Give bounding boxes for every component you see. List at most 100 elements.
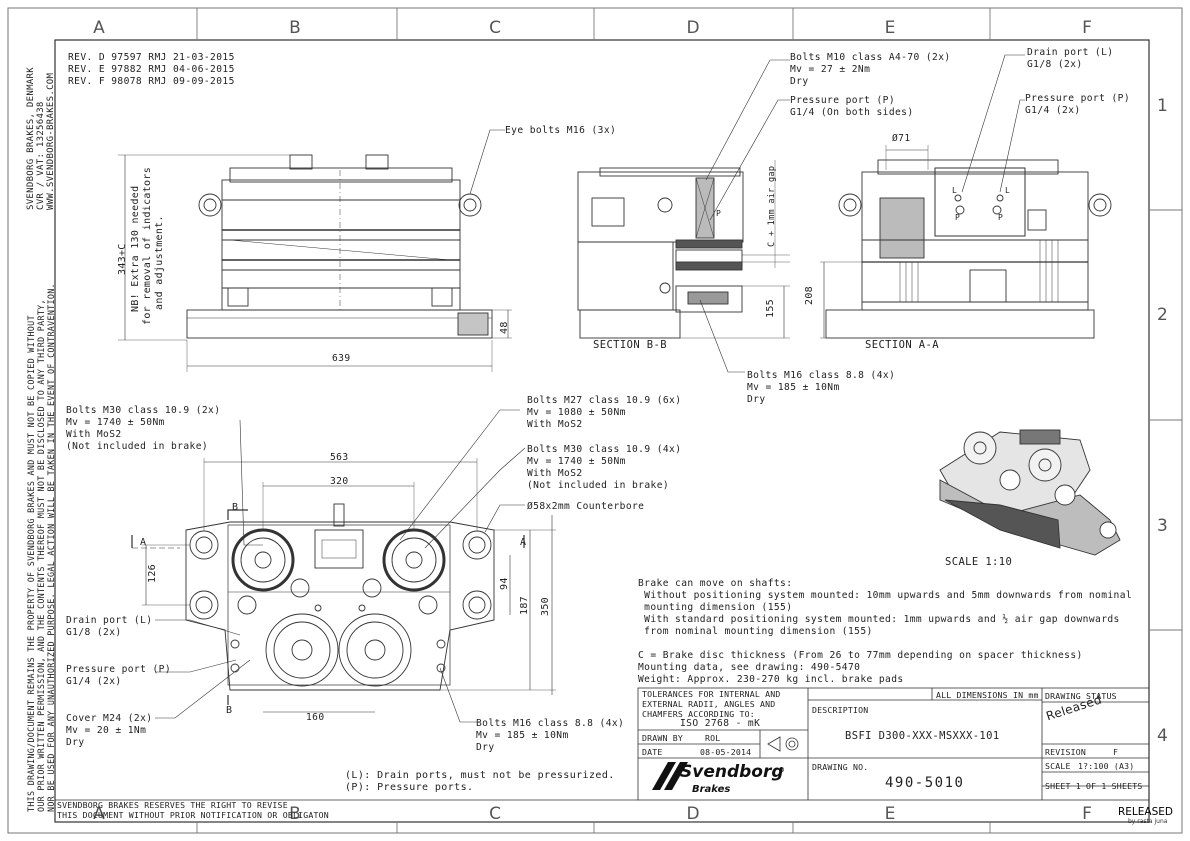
callout-m16-bottom-2: Mv = 185 ± 10Nm <box>476 730 569 741</box>
callout-m30-right-4: (Not included in brake) <box>527 480 670 491</box>
grid-col-a-bottom: A <box>93 804 105 824</box>
drawn-by-label: DRAWN BY <box>642 733 684 743</box>
dim-343-c: 343+C <box>117 243 128 275</box>
nb-note-1: NB! Extra 130 needed <box>130 185 141 312</box>
revision-f: REV. F 98078 RMJ 09-09-2015 <box>68 76 235 87</box>
svendborg-logo-icon <box>652 762 688 790</box>
tolerances-1: TOLERANCES FOR INTERNAL AND <box>642 689 781 699</box>
bottom-notice-2: THIS DOCUMENT WITHOUT PRIOR NOTIFICATION… <box>57 810 329 820</box>
dim-208: 208 <box>804 286 815 305</box>
callout-cover-2: Mv = 20 ± 1Nm <box>66 725 147 736</box>
revision-label: REVISION <box>1045 747 1087 757</box>
drawn-by-value: ROL <box>705 733 721 743</box>
callout-drain-right-1: Drain port (L) <box>1027 47 1114 58</box>
callout-bolts-m10-1: Bolts M10 class A4-70 (2x) <box>790 52 951 63</box>
dim-350: 350 <box>540 597 551 616</box>
callout-m30-right-3: With MoS2 <box>527 468 583 479</box>
grid-col-c-bottom: C <box>489 804 501 824</box>
dim-160: 160 <box>306 712 325 723</box>
callout-bolts-m16-top-1: Bolts M16 class 8.8 (4x) <box>747 370 896 381</box>
dim-563: 563 <box>330 452 349 463</box>
company-vat: CVR / VAT: 13256438 <box>36 101 46 210</box>
ports-note-2: (P): Pressure ports. <box>345 782 474 793</box>
callout-m30-left-3: With MoS2 <box>66 429 122 440</box>
dim-48: 48 <box>499 321 510 334</box>
grid-col-b-bottom: B <box>289 804 301 824</box>
callout-bolts-m10-2: Mv = 27 ± 2Nm <box>790 64 871 75</box>
scale-value: 1?:100 (A3) <box>1078 761 1135 771</box>
callout-m27-2: Mv = 1080 ± 50Nm <box>527 407 626 418</box>
dim-126: 126 <box>147 564 158 583</box>
callout-pressure-top-2: G1/4 (On both sides) <box>790 107 914 118</box>
port-marker-p1: P <box>955 213 961 222</box>
section-marker-a-left: A <box>140 537 147 548</box>
grid-col-b: B <box>289 18 301 38</box>
released-stamp-sub: by rasta juna <box>1128 818 1168 825</box>
note-line-5: from nominal mounting dimension (155) <box>638 626 873 637</box>
grid-col-c: C <box>489 18 501 38</box>
callout-m30-left-2: Mv = 1740 ± 50Nm <box>66 417 165 428</box>
note-line-7: C = Brake disc thickness (From 26 to 77m… <box>638 650 1083 661</box>
section-bb-view <box>577 59 790 373</box>
section-aa-label: SECTION A-A <box>865 339 939 351</box>
dim-187: 187 <box>519 596 530 615</box>
section-aa-view <box>820 54 1112 339</box>
company-web: WWW.SVENDBORG-BRAKES.COM <box>46 72 56 210</box>
grid-row-3: 3 <box>1157 516 1168 536</box>
note-line-2: Without positioning system mounted: 10mm… <box>638 590 1133 601</box>
note-line-9: Weight: Approx. 230-270 kg incl. brake p… <box>638 674 904 685</box>
grid-col-f-bottom: F <box>1082 804 1092 824</box>
note-line-8: Mounting data, see drawing: 490-5470 <box>638 662 861 673</box>
port-marker-p2: P <box>998 213 1004 222</box>
property-notice-3: NOR BE USED FOR ANY UNAUTHORIZED PURPOSE… <box>46 283 56 812</box>
ports-note-1: (L): Drain ports, must not be pressurize… <box>345 770 615 781</box>
callout-m30-left-4: (Not included in brake) <box>66 441 209 452</box>
section-marker-a-right: A <box>520 537 527 548</box>
grid-row-2: 2 <box>1157 305 1168 325</box>
dim-71: Ø71 <box>892 133 911 144</box>
callout-cover-3: Dry <box>66 737 85 748</box>
revision-e: REV. E 97882 RMJ 04-06-2015 <box>68 64 235 75</box>
all-dimensions-label: ALL DIMENSIONS IN mm <box>936 690 1039 700</box>
grid-col-f: F <box>1082 18 1092 38</box>
callout-counterbore: Ø58x2mm Counterbore <box>527 501 645 512</box>
isometric-view <box>939 429 1121 556</box>
sheet-count: SHEET 1 OF 1 SHEETS <box>1045 781 1143 791</box>
callout-pressure-right-2: G1/4 (2x) <box>1025 105 1081 116</box>
grid-col-a: A <box>93 18 105 38</box>
callout-pressure-right-1: Pressure port (P) <box>1025 93 1130 104</box>
title-block-lines <box>637 687 1150 801</box>
callout-m30-right-1: Bolts M30 class 10.9 (4x) <box>527 444 682 455</box>
logo-subtitle: Brakes <box>692 784 731 795</box>
revision-value: F <box>1113 747 1119 757</box>
callout-m27-1: Bolts M27 class 10.9 (6x) <box>527 395 682 406</box>
dim-155: 155 <box>765 299 776 318</box>
grid-col-d: D <box>686 18 700 38</box>
note-line-4: With standard positioning system mounted… <box>638 614 1120 625</box>
nb-note-3: and adjustment. <box>154 215 165 310</box>
dim-639: 639 <box>332 353 351 364</box>
grid-col-e: E <box>884 18 896 38</box>
description-label: DESCRIPTION <box>812 705 869 715</box>
date-label: DATE <box>642 747 663 757</box>
grid-row-4: 4 <box>1157 726 1168 746</box>
scale-label: SCALE <box>1045 761 1071 771</box>
callout-cover-1: Cover M24 (2x) <box>66 713 153 724</box>
callout-m27-3: With MoS2 <box>527 419 583 430</box>
callout-drain-right-2: G1/8 (2x) <box>1027 59 1083 70</box>
callout-pressure-left-2: G1/4 (2x) <box>66 676 122 687</box>
port-marker-p-bb: P <box>716 209 722 218</box>
port-marker-l2: L <box>1005 186 1011 195</box>
nb-note-2: for removal of indicators <box>142 166 153 325</box>
note-line-3: mounting dimension (155) <box>638 602 793 613</box>
section-marker-b-bottom: B <box>226 705 233 716</box>
date-value: 08-05-2014 <box>700 747 752 757</box>
callout-m16-bottom-1: Bolts M16 class 8.8 (4x) <box>476 718 625 729</box>
port-marker-l1: L <box>952 186 958 195</box>
note-line-1: Brake can move on shafts: <box>638 578 793 589</box>
air-gap-label: C + 1mm air gap <box>767 165 777 247</box>
property-notice-1: THIS DRAWING/DOCUMENT REMAINS THE PROPER… <box>26 315 36 812</box>
grid-col-d-bottom: D <box>686 804 700 824</box>
